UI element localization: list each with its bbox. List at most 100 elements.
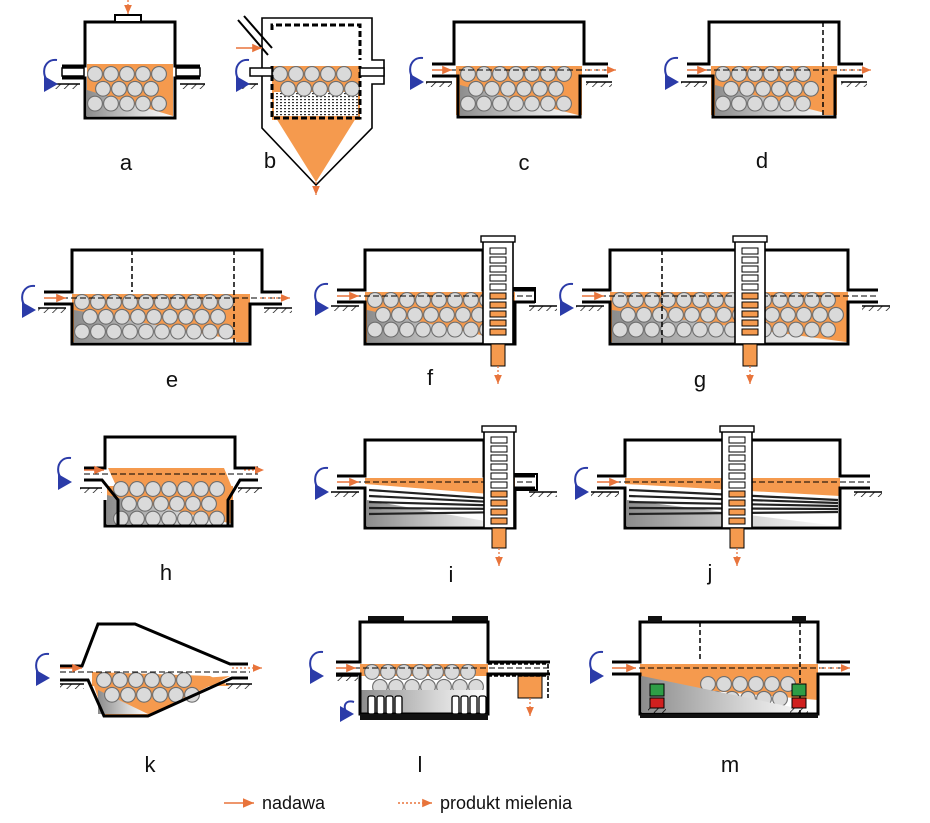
- grinding-ball: [431, 292, 447, 308]
- grinding-ball: [439, 306, 455, 323]
- grinding-ball: [628, 321, 644, 338]
- rotation-arrow-icon: [235, 58, 250, 92]
- discharge-chamber: [236, 294, 248, 342]
- grinding-ball: [136, 686, 152, 703]
- grinding-ball: [772, 292, 788, 308]
- grinding-ball: [320, 66, 336, 82]
- grinding-ball: [787, 80, 803, 97]
- panel-label: m: [721, 752, 739, 777]
- grinding-ball: [176, 672, 192, 688]
- grinding-ball: [796, 306, 812, 323]
- support-hatch: [264, 308, 292, 313]
- mill-shell: [62, 76, 200, 120]
- grinding-ball: [771, 80, 787, 97]
- lifter-bucket: [490, 463, 508, 471]
- grinding-ball: [312, 80, 328, 97]
- grinding-ball: [788, 321, 804, 338]
- drive-tyre-red: [791, 697, 807, 709]
- lifter-bucket: [741, 328, 759, 336]
- grinding-ball: [803, 80, 819, 97]
- mill-housing-top: [582, 248, 878, 292]
- rotation-arrow-icon: [409, 56, 424, 90]
- rotation-arrow-icon: [309, 650, 324, 684]
- grinding-ball: [748, 676, 764, 692]
- grinding-ball: [476, 95, 492, 112]
- grinding-ball: [460, 66, 476, 82]
- lifter-bucket: [489, 274, 507, 282]
- grinding-ball: [154, 323, 170, 340]
- lifter-bucket: [489, 328, 507, 336]
- legend-product-label: produkt mielenia: [440, 793, 573, 813]
- grinding-ball: [194, 308, 210, 325]
- lifter-cap: [732, 235, 768, 243]
- grinding-ball: [161, 510, 177, 527]
- support-hatch: [180, 84, 205, 89]
- roller-rotation-icon: [339, 700, 355, 722]
- rotation-arrow-icon: [21, 284, 36, 318]
- outlet-housing: [488, 663, 549, 698]
- grinding-ball: [447, 321, 463, 338]
- grinding-ball: [715, 66, 731, 82]
- support-hatch: [841, 82, 867, 87]
- mill-shell: [337, 486, 535, 530]
- lifter-bucket: [728, 436, 746, 444]
- grinding-ball: [154, 294, 170, 310]
- mill-housing-top: [687, 20, 863, 66]
- drive-roller: [469, 695, 478, 715]
- panel-label: k: [145, 752, 157, 777]
- grinding-ball: [476, 66, 492, 82]
- support-hatch: [331, 492, 359, 497]
- grinding-ball: [103, 66, 119, 82]
- grinding-ball: [428, 664, 444, 680]
- mill-panel-f: f: [314, 235, 557, 390]
- drive-roller: [460, 695, 469, 715]
- grinding-ball: [375, 306, 391, 323]
- ball-charge-shadow: [642, 676, 816, 712]
- grinding-ball: [98, 308, 114, 325]
- support-hatch: [226, 684, 252, 689]
- grinding-ball: [209, 481, 225, 497]
- grinding-ball: [383, 292, 399, 308]
- grinding-ball: [652, 306, 668, 323]
- drive-tyre-green: [791, 683, 807, 697]
- base-frame: [360, 714, 488, 720]
- grinding-ball: [628, 292, 644, 308]
- grinding-ball: [779, 66, 795, 82]
- lifter-bucket: [728, 490, 746, 498]
- lifter-bucket: [741, 310, 759, 318]
- grinding-ball: [500, 80, 516, 97]
- grinding-ball: [820, 321, 836, 338]
- rotation-arrow-icon: [664, 56, 679, 90]
- support-hatch: [586, 82, 612, 87]
- grinding-ball: [210, 308, 226, 325]
- grinding-ball: [87, 95, 103, 112]
- grinding-ball: [804, 321, 820, 338]
- grinding-ball: [715, 95, 731, 112]
- lifter-bucket: [741, 292, 759, 300]
- panel-label: j: [707, 560, 713, 585]
- outlet-stub: [514, 473, 538, 491]
- grinding-ball: [119, 95, 135, 112]
- panel-label: f: [427, 365, 434, 390]
- support-hatch: [331, 306, 359, 311]
- lifter-column: [482, 239, 514, 345]
- inner-screen: [270, 23, 362, 60]
- grinding-ball: [129, 481, 145, 497]
- grinding-ball: [763, 66, 779, 82]
- grinding-ball: [119, 66, 135, 82]
- grinding-ball: [138, 294, 154, 310]
- lifter-bucket: [490, 445, 508, 453]
- mill-housing-top: [60, 622, 248, 668]
- grinding-ball: [524, 66, 540, 82]
- grinding-ball: [780, 306, 796, 323]
- lifter-bucket: [741, 274, 759, 282]
- trunnion-left: [61, 67, 85, 77]
- lifter-bucket: [741, 319, 759, 327]
- lifter-bucket: [489, 265, 507, 273]
- grinding-ball: [112, 672, 128, 688]
- lifter-bucket: [741, 265, 759, 273]
- grinding-ball: [130, 308, 146, 325]
- mill-shell-screen: [270, 66, 362, 120]
- grinding-ball: [764, 306, 780, 323]
- grinding-ball: [138, 323, 154, 340]
